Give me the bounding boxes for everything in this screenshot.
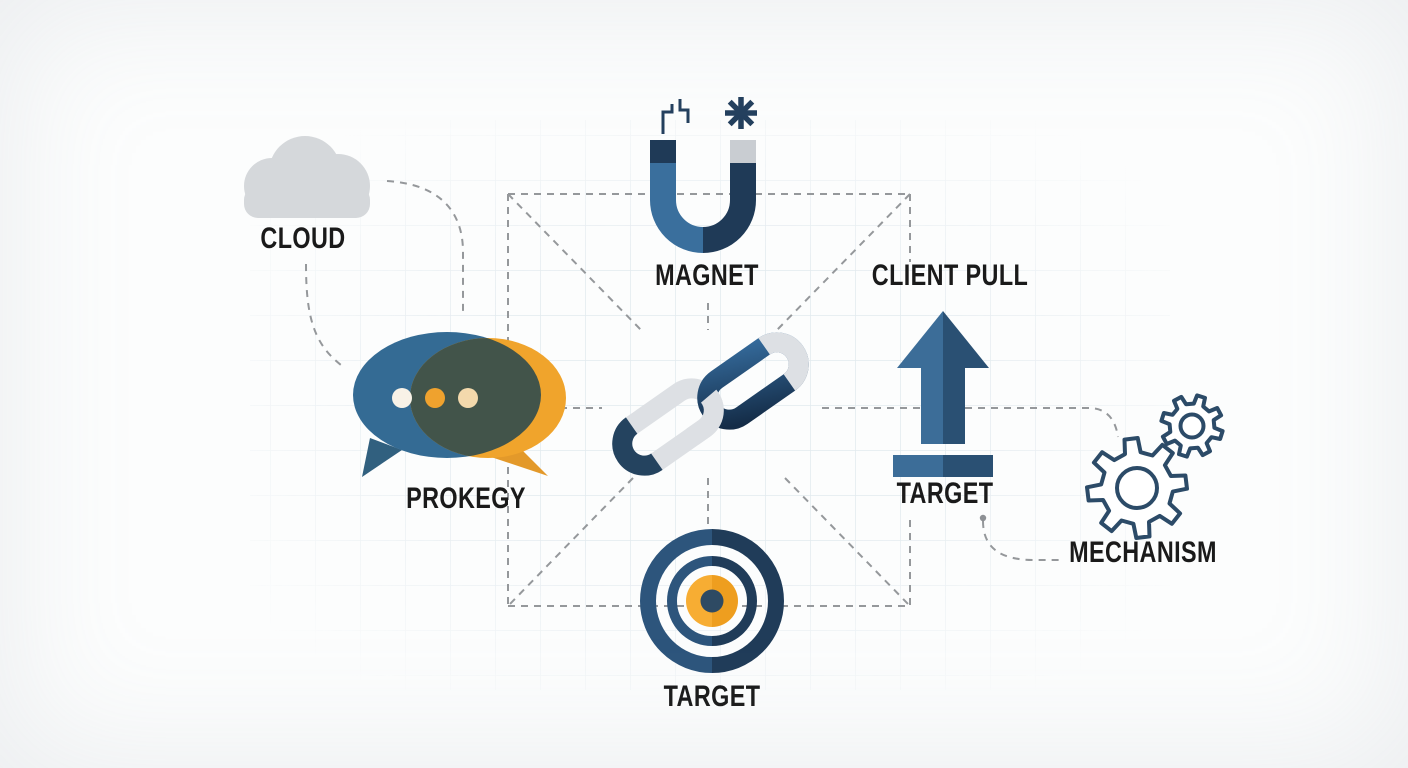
asterisk-icon	[725, 97, 757, 129]
client-pull-label: CLIENT PULL	[871, 259, 1029, 292]
spark-icon	[661, 99, 690, 134]
diagonal-tr-bl	[507, 193, 911, 607]
magnet-label: MAGNET	[655, 259, 759, 292]
cloud-label: CLOUD	[260, 222, 346, 255]
target-arrow-label: TARGET	[896, 477, 994, 510]
cloud-right-curve	[386, 180, 464, 315]
mechanism-label: MECHANISM	[1069, 536, 1217, 569]
dot-2	[425, 388, 445, 408]
target-to-mechanism-curve	[982, 520, 1064, 561]
bubble-overlap	[410, 338, 541, 458]
cloud-to-proxy-curve	[305, 263, 346, 369]
diagonal-tl-br	[507, 193, 911, 607]
proxy-label: PROKEGY	[406, 482, 526, 515]
magnet-icon	[650, 97, 757, 253]
connector-dot	[979, 514, 987, 522]
bullseye-icon	[640, 529, 784, 673]
target-bullseye-label: TARGET	[663, 680, 761, 713]
gears-icon	[1085, 393, 1225, 540]
dot-3	[458, 388, 478, 408]
dashed-connectors	[305, 180, 1119, 607]
left-bubble-tail	[362, 438, 402, 477]
arrow-up-icon	[893, 311, 993, 477]
cloud-icon	[244, 136, 370, 218]
chat-bubbles-icon	[353, 332, 566, 477]
dot-1	[392, 388, 412, 408]
chain-link-icon	[612, 332, 809, 476]
